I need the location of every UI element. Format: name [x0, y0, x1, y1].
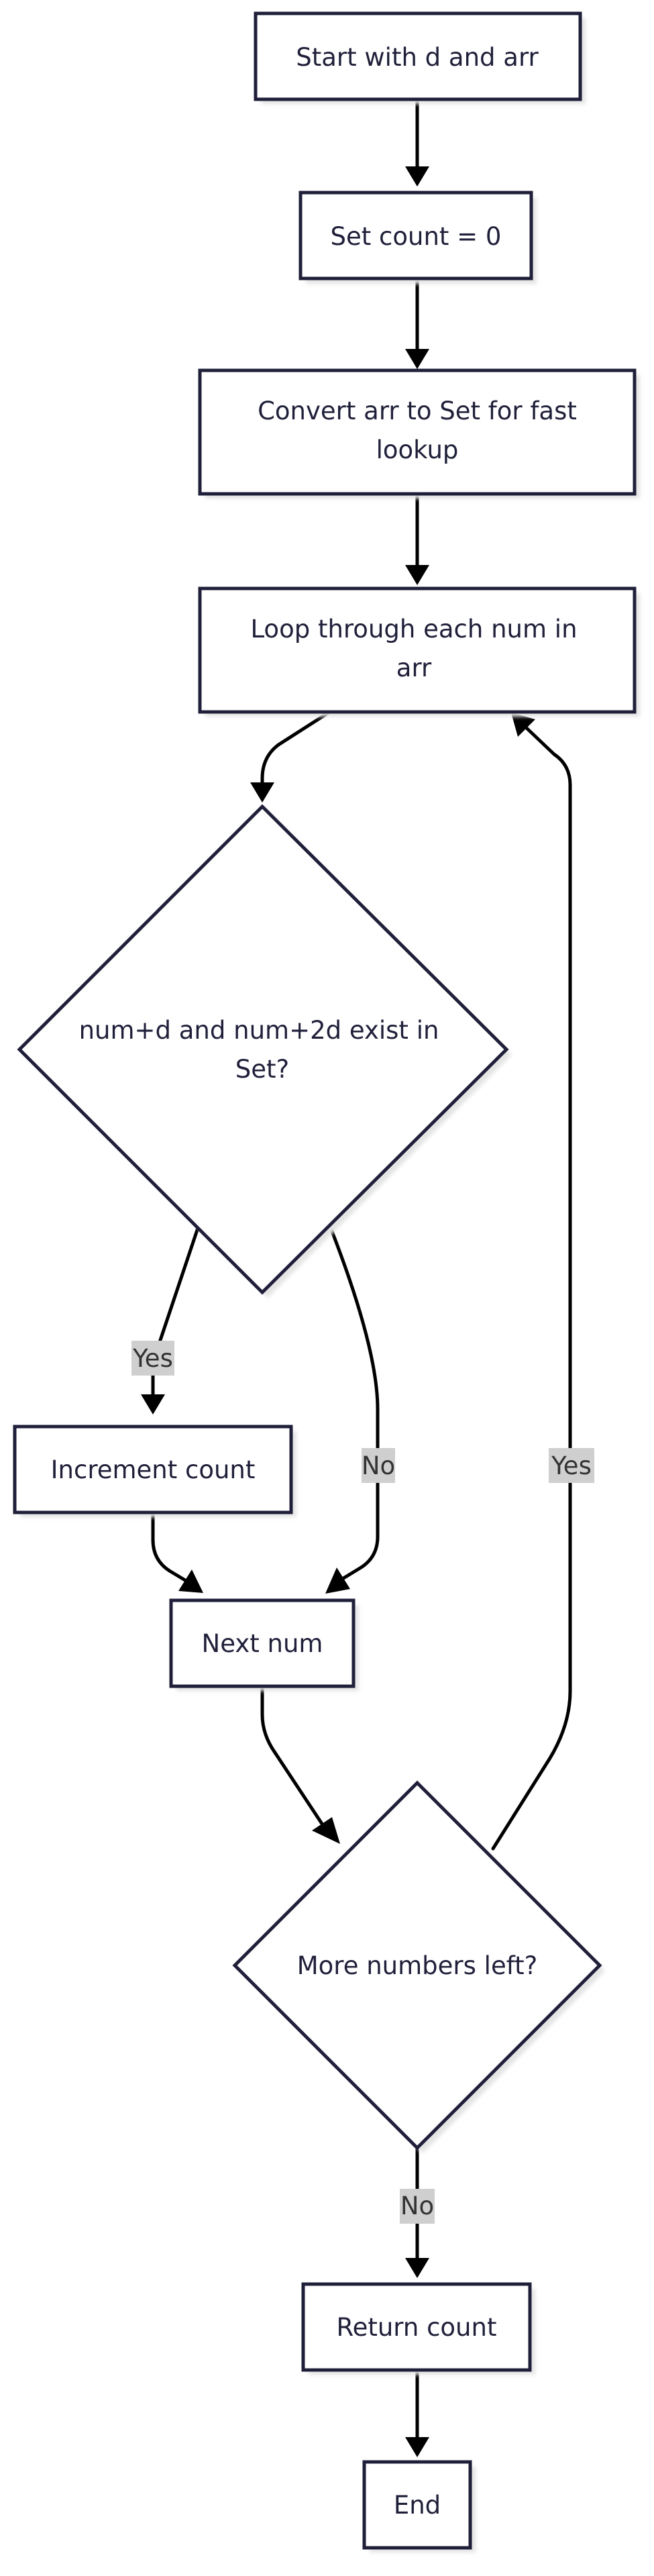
arrowhead — [141, 1394, 165, 1414]
node-more-label: More numbers left? — [297, 1951, 538, 1980]
arrowhead — [178, 1569, 203, 1593]
edge-next-to-more — [260, 1684, 324, 1826]
edge-label-no-next-text: No — [362, 1451, 395, 1480]
node-start: Start with d and arr — [254, 11, 586, 104]
node-set-count: Set count = 0 — [298, 191, 537, 284]
edge-label-no-return-text: No — [400, 2192, 434, 2220]
node-loop: Loop through each num in arr — [198, 586, 640, 717]
arrowhead — [405, 2437, 429, 2457]
node-end-label: End — [394, 2491, 441, 2520]
arrowhead — [405, 2258, 429, 2278]
edge-label-no-next: No — [362, 1448, 395, 1483]
node-convert: Convert arr to Set for fast lookup — [198, 368, 640, 499]
node-convert-label-line2: lookup — [376, 435, 459, 464]
node-check-label-line1: num+d and num+2d exist in — [79, 1016, 439, 1045]
arrowhead — [405, 166, 429, 187]
arrowhead — [405, 565, 429, 585]
edge-increment-to-next — [151, 1506, 187, 1582]
edge-label-yes-increment: Yes — [131, 1341, 174, 1376]
edge-label-yes-increment-text: Yes — [132, 1344, 173, 1373]
node-return: Return count — [301, 2282, 535, 2375]
node-set-count-label: Set count = 0 — [331, 222, 502, 251]
edge-loop-to-check — [260, 711, 331, 784]
edge-label-yes-loop-text: Yes — [551, 1451, 592, 1480]
edge-label-yes-loop: Yes — [549, 1448, 594, 1483]
node-next: Next num — [169, 1598, 359, 1691]
node-loop-label-line1: Loop through each num in — [250, 615, 577, 643]
node-next-label: Next num — [202, 1629, 323, 1658]
node-more-decision: More numbers left? — [232, 1780, 605, 2153]
edge-more-to-loop — [491, 726, 572, 1851]
arrowhead — [511, 713, 535, 737]
arrowhead — [312, 1817, 340, 1844]
arrowhead — [405, 349, 429, 369]
arrowhead — [325, 1567, 350, 1594]
node-convert-label-line1: Convert arr to Set for fast — [258, 397, 577, 425]
node-end: End — [362, 2460, 476, 2553]
node-check-label-line2: Set? — [235, 1055, 289, 1084]
arrowhead — [250, 782, 274, 803]
edge-label-no-return: No — [400, 2189, 435, 2224]
node-increment: Increment count — [13, 1425, 296, 1517]
edges — [141, 97, 572, 2457]
node-check-decision: num+d and num+2d exist in Set? — [17, 804, 512, 1298]
node-increment-label: Increment count — [51, 1455, 256, 1484]
edge-check-to-next — [329, 1226, 380, 1580]
node-loop-label-line2: arr — [396, 654, 432, 682]
node-start-label: Start with d and arr — [296, 43, 539, 72]
node-return-label: Return count — [337, 2313, 497, 2342]
